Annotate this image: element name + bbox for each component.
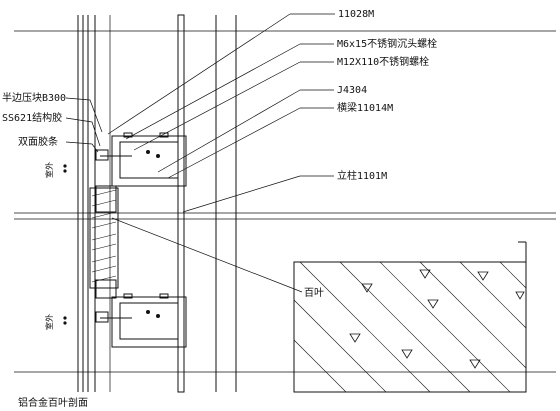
label-outdoor-bottom: 室外 <box>44 314 54 330</box>
concrete-slab <box>293 241 527 393</box>
outdoor-marker-dots <box>63 164 67 325</box>
facade-verticals <box>77 15 111 392</box>
label-structural-sealant: SS621结构胶 <box>2 111 62 124</box>
upper-crossbeam <box>95 132 187 213</box>
louver-blades <box>89 187 119 289</box>
label-half-pressure-block: 半边压块B300 <box>2 91 66 104</box>
label-louver: 百叶 <box>304 287 324 299</box>
leader-lines <box>65 13 335 293</box>
mullion-column <box>177 14 237 393</box>
label-bolt-m12x110: M12X110不锈钢螺栓 <box>337 55 429 68</box>
lower-crossbeam <box>95 279 187 348</box>
label-outdoor-top: 室外 <box>44 162 54 178</box>
label-j4304: J4304 <box>337 85 367 96</box>
label-profile-11028m: 11028M <box>338 9 374 20</box>
label-mullion: 立柱1101M <box>337 169 387 182</box>
label-double-sided-tape: 双面胶条 <box>18 135 58 148</box>
drawing-title: 铝合金百叶剖面 <box>18 396 88 409</box>
label-crossbeam: 横梁11014M <box>337 101 393 114</box>
label-screw-m6x15: M6x15不锈钢沉头螺栓 <box>337 37 437 50</box>
